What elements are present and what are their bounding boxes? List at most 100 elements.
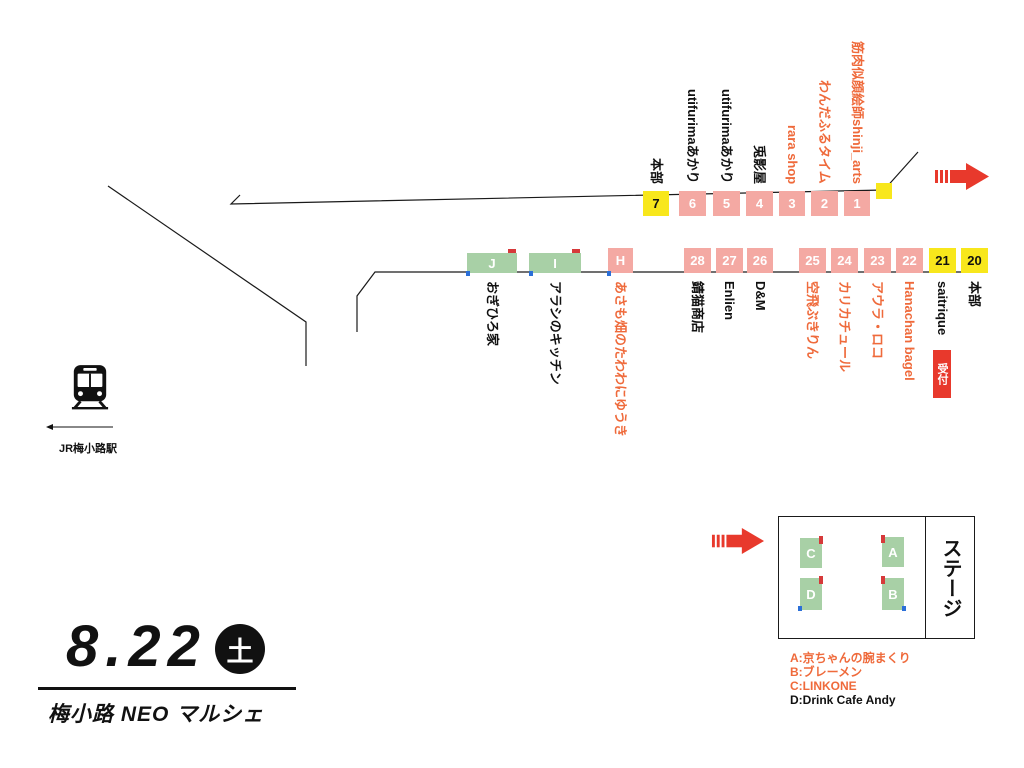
- stage-area: [778, 516, 975, 639]
- booth-I-name: アラシのキッチン: [548, 281, 563, 385]
- booth-20-name: 本部: [967, 281, 982, 308]
- booth-6: 6: [679, 191, 706, 216]
- weekday-badge: 土: [215, 624, 265, 674]
- booth-28: 28: [684, 248, 711, 273]
- booth-number: 22: [902, 253, 917, 268]
- booth-26: 26: [747, 248, 773, 273]
- booth-number: 24: [837, 253, 852, 268]
- entrance-arrow-icon: [934, 163, 990, 191]
- booth-3: 3: [779, 191, 805, 216]
- stage-booth-D: D: [800, 578, 822, 610]
- stage-label: ステージ: [939, 538, 961, 618]
- booth-letter: C: [806, 545, 816, 561]
- booth-number: I: [553, 255, 557, 271]
- booth-I-blue-marker: [529, 271, 533, 276]
- yellow-marker: [876, 183, 892, 199]
- stage-booth-B-red-marker: [881, 576, 885, 584]
- stage-legend: A:京ちゃんの腕まくり B:ブレーメン C:LINKONE D:Drink Ca…: [790, 651, 911, 707]
- legend-item: C:LINKONE: [790, 679, 857, 693]
- booth-22: 22: [896, 248, 923, 273]
- booth-H: H: [608, 248, 633, 273]
- booth-24: 24: [831, 248, 858, 273]
- booth-H-name: あさも畑のたわわにゆうき: [613, 281, 628, 438]
- legend-item: B:ブレーメン: [790, 665, 863, 679]
- booth-number: 27: [722, 253, 737, 268]
- upper-walkway-line: [229, 151, 919, 205]
- stage-booth-A-red-marker: [881, 535, 885, 543]
- booth-5: 5: [713, 191, 740, 216]
- booth-J-red-marker: [508, 249, 516, 253]
- stage-booth-A: A: [882, 537, 904, 567]
- booth-I-red-marker: [572, 249, 580, 253]
- stage-booth-D-red-marker: [819, 576, 823, 584]
- booth-I: I: [529, 253, 581, 273]
- booth-number: 20: [967, 253, 982, 268]
- weekday-label: 土: [226, 636, 254, 667]
- train-icon: [70, 363, 110, 411]
- left-walkway-line: [107, 185, 307, 366]
- booth-number: 2: [820, 196, 829, 211]
- booth-27: 27: [716, 248, 743, 273]
- booth-4-name: 兎影屋: [752, 144, 767, 184]
- event-date: 8.22: [66, 614, 207, 679]
- booth-J-blue-marker: [466, 271, 470, 276]
- booth-J: J: [467, 253, 517, 273]
- booth-number: 7: [652, 196, 660, 211]
- booth-1: 1: [844, 191, 870, 216]
- booth-H-blue-marker: [607, 271, 611, 276]
- booth-25-name: 空飛ぶきりん: [805, 281, 820, 360]
- reception-badge: 受付: [933, 350, 951, 398]
- stage-divider: [925, 516, 926, 638]
- booth-number: 23: [870, 253, 885, 268]
- stage-booth-D-blue-marker: [798, 606, 802, 611]
- booth-number: 6: [688, 196, 697, 211]
- booth-number: J: [488, 255, 496, 271]
- stage-booth-C: C: [800, 538, 822, 568]
- booth-3-name: rara shop: [785, 124, 800, 184]
- booth-number: 5: [722, 196, 731, 211]
- booth-20: 20: [961, 248, 988, 273]
- booth-number: 1: [853, 196, 861, 211]
- booth-23: 23: [864, 248, 891, 273]
- booth-J-name: おぎひろ家: [485, 281, 500, 347]
- booth-number: 26: [752, 253, 768, 268]
- booth-number: 28: [690, 253, 705, 268]
- stage-booth-C-red-marker: [819, 536, 823, 544]
- lower-walkway-line: [356, 271, 988, 332]
- booth-5-name: utifurimaあかり: [719, 89, 734, 184]
- legend-item: A:京ちゃんの腕まくり: [790, 651, 911, 665]
- left-arrow-icon: [46, 419, 114, 430]
- entrance-arrow-icon: [710, 528, 766, 555]
- booth-25: 25: [799, 248, 826, 273]
- booth-number: 21: [935, 253, 950, 268]
- event-name: 梅小路 NEO マルシェ: [48, 703, 265, 726]
- title-divider: [38, 687, 296, 690]
- booth-4: 4: [746, 191, 773, 216]
- booth-28-name: 錆猫商店: [690, 281, 705, 334]
- booth-22-name: Hanachan bagel: [902, 281, 917, 381]
- booth-21-name: saitrique: [935, 281, 950, 336]
- stage-booth-B-blue-marker: [902, 606, 906, 611]
- stage-booth-B: B: [882, 578, 904, 610]
- booth-2: 2: [811, 191, 838, 216]
- booth-number: 3: [788, 196, 796, 211]
- booth-2-name: わんだふるタイム: [817, 80, 832, 184]
- booth-number: H: [615, 253, 626, 268]
- booth-number: 4: [755, 196, 764, 211]
- booth-7: 7: [643, 191, 669, 216]
- booth-21: 21: [929, 248, 956, 273]
- booth-letter: B: [888, 586, 898, 602]
- booth-27-name: Enlien: [722, 281, 737, 321]
- booth-26-name: D&M: [753, 281, 768, 311]
- legend-item: D:Drink Cafe Andy: [790, 693, 896, 707]
- booth-letter: D: [806, 586, 816, 602]
- booth-23-name: アウラ・ロコ: [870, 281, 885, 360]
- booth-number: 25: [805, 253, 820, 268]
- reception-label: 受付: [936, 363, 948, 385]
- booth-letter: A: [888, 544, 898, 560]
- booth-1-name: 筋肉似顔絵師shinji_arts: [850, 40, 865, 184]
- booth-6-name: utifurimaあかり: [685, 89, 700, 184]
- booth-24-name: カリカチュール: [837, 281, 852, 373]
